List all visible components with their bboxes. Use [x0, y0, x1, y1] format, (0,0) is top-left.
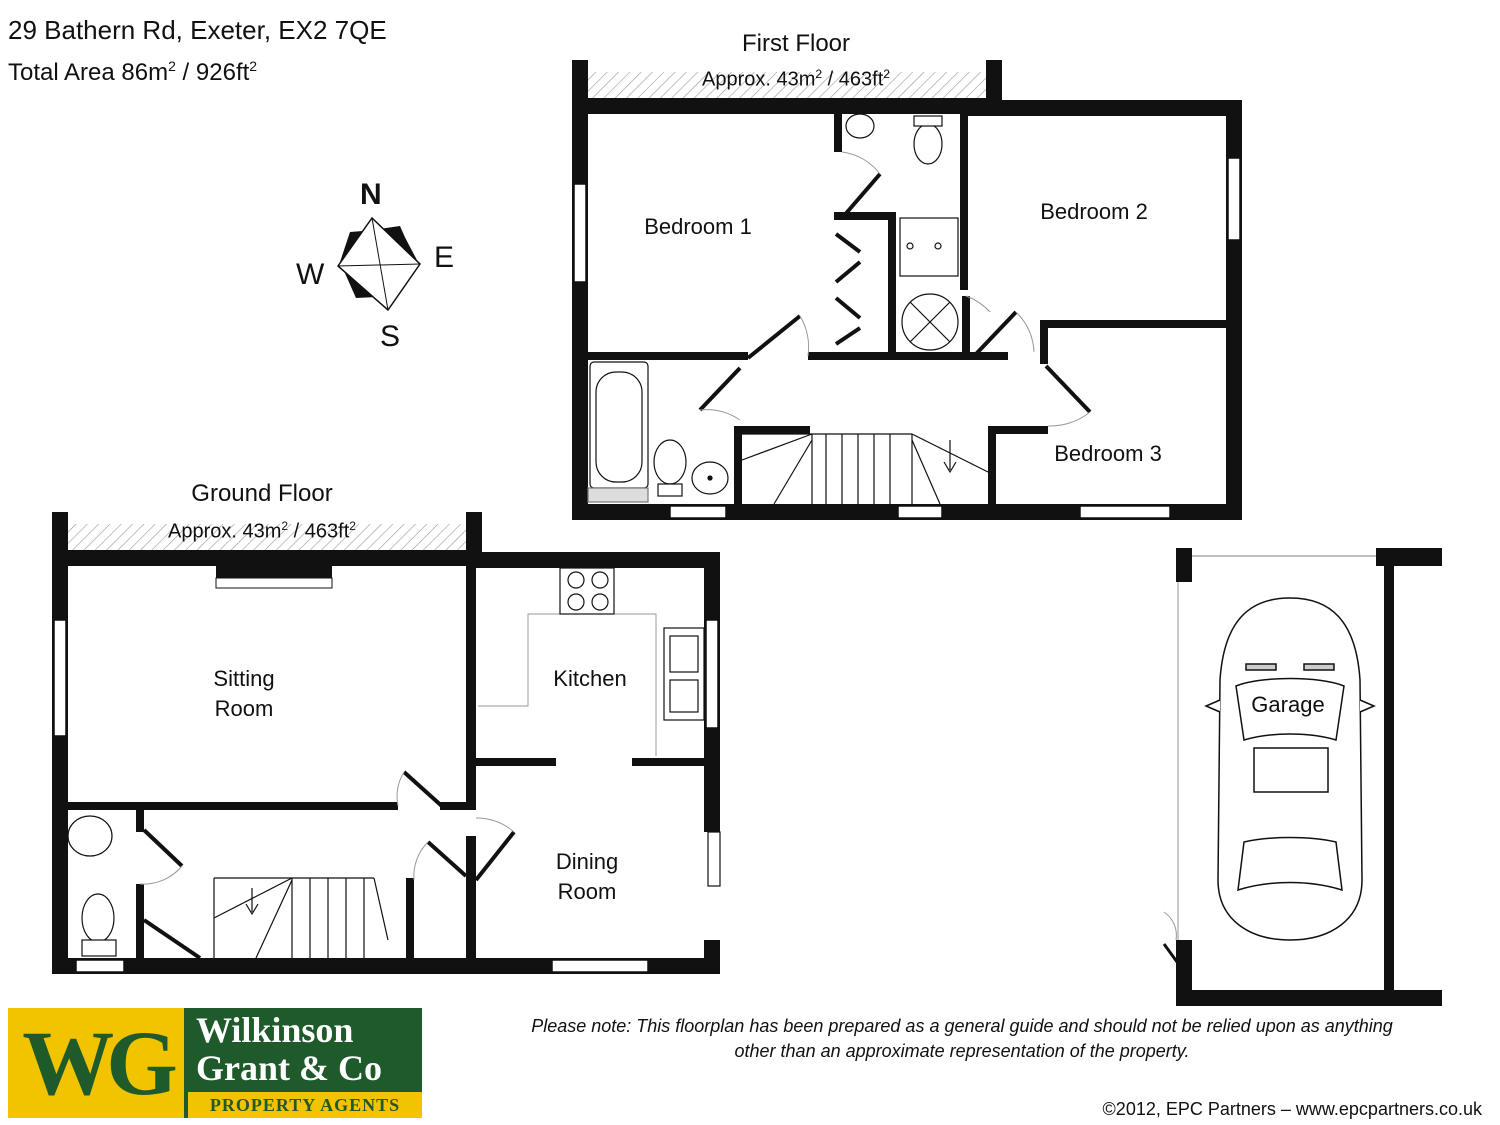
total-area-prefix: Total Area 86m	[8, 59, 169, 86]
logo-tagline-bar: PROPERTY AGENTS	[188, 1092, 422, 1118]
logo-tagline: PROPERTY AGENTS	[209, 1095, 401, 1115]
room-garage: Garage	[1251, 692, 1325, 717]
room-dining-room: Dining Room	[527, 847, 647, 907]
room-sitting-line-2: Room	[214, 696, 274, 721]
ground-floor-area: Approx. 43m2 / 463ft2	[106, 514, 418, 544]
first-floor-area-a: Approx. 43m	[702, 68, 816, 91]
first-floor-area-b: / 463ft	[822, 68, 884, 91]
room-bedroom-1: Bedroom 1	[644, 214, 752, 239]
logo-line-2: Grant & Co	[196, 1048, 382, 1088]
total-area-sup-2: 2	[249, 58, 258, 74]
first-floor-area-sup-2: 2	[883, 67, 890, 81]
room-bedroom-2: Bedroom 2	[1040, 199, 1148, 224]
compass-south: S	[380, 320, 401, 353]
logo-line-1: Wilkinson	[196, 1010, 354, 1050]
compass-east: E	[434, 241, 455, 274]
ground-floor-plan	[52, 512, 721, 974]
garage-plan	[1162, 548, 1442, 1006]
room-sitting-line-1: Sitting	[213, 666, 275, 691]
first-floor-title: First Floor	[742, 30, 850, 57]
property-address: 29 Bathern Rd, Exeter, EX2 7QE	[8, 15, 387, 45]
first-floor-plan	[572, 60, 1242, 520]
room-kitchen: Kitchen	[553, 666, 627, 691]
ground-floor-area-b: / 463ft	[288, 520, 350, 543]
disclaimer-line-2: other than an approximate representation…	[734, 1041, 1190, 1061]
total-area: Total Area 86m2 / 926ft2	[8, 52, 257, 87]
agent-logo: WG Wilkinson Grant & Co PROPERTY AGENTS	[8, 1008, 422, 1118]
logo-mark: WG	[22, 1012, 178, 1114]
ground-floor-area-sup-2: 2	[349, 519, 356, 533]
ground-floor-title: Ground Floor	[191, 480, 333, 507]
disclaimer: Please note: This floorplan has been pre…	[440, 1014, 1484, 1064]
first-floor-area-sup-1: 2	[815, 67, 823, 81]
ground-floor-area-a: Approx. 43m	[168, 520, 282, 543]
compass-rose	[336, 216, 421, 312]
total-area-sup-1: 2	[168, 58, 176, 74]
room-sitting-room: Sitting Room	[184, 664, 304, 724]
room-bedroom-3: Bedroom 3	[1054, 441, 1162, 466]
first-floor-area: Approx. 43m2 / 463ft2	[640, 62, 952, 92]
room-dining-line-1: Dining	[555, 849, 619, 874]
disclaimer-line-1: Please note: This floorplan has been pre…	[531, 1016, 1393, 1036]
compass-west: W	[296, 258, 325, 291]
copyright: ©2012, EPC Partners – www.epcpartners.co…	[1102, 1099, 1482, 1119]
compass-north: N	[360, 178, 382, 211]
total-area-mid: / 926ft	[175, 59, 250, 86]
logo-mark-box: WG	[8, 1008, 184, 1118]
ground-floor-area-sup-1: 2	[281, 519, 289, 533]
room-dining-line-2: Room	[557, 879, 617, 904]
